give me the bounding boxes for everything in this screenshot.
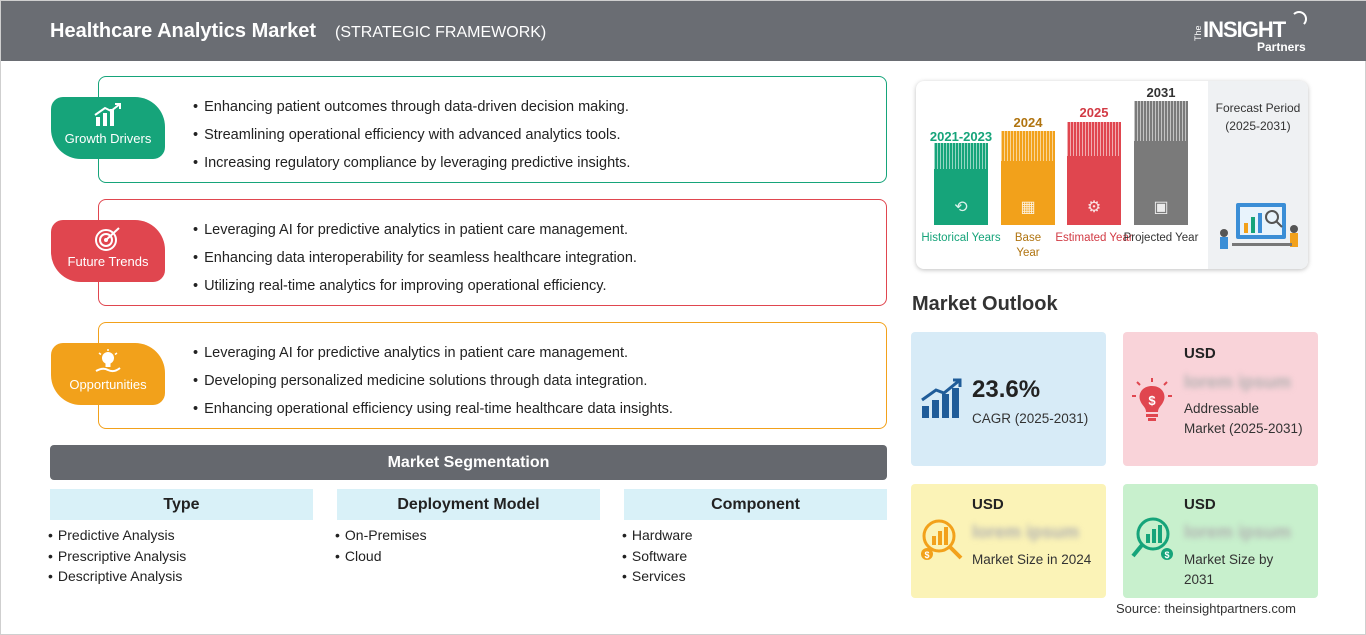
list-item: Utilizing real-time analytics for improv… <box>193 272 886 300</box>
size-2024-usd: USD <box>972 496 1004 513</box>
list-item: Services <box>622 566 693 587</box>
page-title: Healthcare Analytics Market <box>50 20 317 42</box>
segment-list-deployment: On-Premises Cloud <box>335 525 427 566</box>
addressable-value: lorem ipsum <box>1184 372 1292 392</box>
timeline-col-estimated: ⚙ <box>1067 122 1121 225</box>
label-historical: Historical Years <box>921 232 1001 244</box>
list-item: Developing personalized medicine solutio… <box>193 367 886 395</box>
segment-list-type: Predictive Analysis Prescriptive Analysi… <box>48 525 186 587</box>
growth-bar-icon <box>921 378 962 418</box>
addressable-usd: USD <box>1184 345 1216 362</box>
label-projected: Projected Year <box>1123 232 1199 244</box>
target-icon <box>51 220 165 251</box>
growth-drivers-box: Enhancing patient outcomes through data-… <box>98 76 887 183</box>
cagr-label: CAGR (2025-2031) <box>972 411 1089 426</box>
list-item: Enhancing operational efficiency using r… <box>193 395 886 423</box>
size-2031-label: Market Size by 2031 <box>1184 552 1274 587</box>
list-item: Predictive Analysis <box>48 525 186 546</box>
cagr-value: 23.6% <box>972 376 1041 403</box>
logo-insight: INSIGHT <box>1203 17 1286 42</box>
future-trends-badge: Future Trends <box>51 220 165 282</box>
cagr-card: 23.6% CAGR (2025-2031) <box>911 332 1106 466</box>
list-item: Cloud <box>335 546 427 567</box>
svg-text:$: $ <box>1164 550 1169 560</box>
forecast-range: (2025-2031) <box>1225 119 1291 133</box>
svg-text:$: $ <box>1148 393 1156 408</box>
list-item: Leveraging AI for predictive analytics i… <box>193 216 886 244</box>
addressable-card: $ USD lorem ipsum Addressable Market (20… <box>1123 332 1318 466</box>
logo-the: The <box>1193 25 1203 41</box>
estimate-icon: ⚙ <box>1067 156 1121 225</box>
forecast-title: Forecast Period (2025-2031) <box>1208 101 1308 134</box>
timeline-panel: Forecast Period (2025-2031) ⟲ ▦ ⚙ ▣ 2021… <box>916 81 1308 269</box>
presentation-icon: ▣ <box>1134 141 1188 225</box>
page-subtitle: (STRATEGIC FRAMEWORK) <box>335 24 547 41</box>
list-item: Hardware <box>622 525 693 546</box>
timeline-col-historical: ⟲ <box>934 143 988 225</box>
list-item: Software <box>622 546 693 567</box>
forecast-title-text: Forecast Period <box>1215 101 1301 115</box>
list-item: Increasing regulatory compliance by leve… <box>193 149 886 177</box>
analytics-people-icon <box>1220 203 1298 249</box>
list-item: Descriptive Analysis <box>48 566 186 587</box>
magnifier-chart-icon: $ <box>1131 517 1173 560</box>
timeline-col-projected: ▣ <box>1134 101 1188 225</box>
growth-drivers-badge: Growth Drivers <box>51 97 165 159</box>
insight-partners-logo: The INSIGHT Partners <box>1193 9 1313 55</box>
size-2024-card: $ USD lorem ipsum Market Size in 2024 <box>911 484 1106 598</box>
addressable-label: Addressable Market (2025-2031) <box>1184 401 1303 436</box>
segment-heading-type: Type <box>50 489 313 520</box>
timeline-col-base: ▦ <box>1001 131 1055 225</box>
segment-heading-deployment: Deployment Model <box>337 489 600 520</box>
badge-label: Growth Drivers <box>64 131 152 146</box>
source-text: Source: theinsightpartners.com <box>1116 601 1296 616</box>
size-2031-usd: USD <box>1184 496 1216 513</box>
list-item: Streamlining operational efficiency with… <box>193 121 886 149</box>
segment-heading-component: Component <box>624 489 887 520</box>
dollar-bulb-icon: $ <box>1132 378 1172 421</box>
year-base: 2024 <box>1013 115 1043 130</box>
size-2024-label: Market Size in 2024 <box>972 552 1092 567</box>
size-2031-card: $ USD lorem ipsum Market Size by 2031 <box>1123 484 1318 598</box>
header-bar: Healthcare Analytics Market (STRATEGIC F… <box>1 1 1366 61</box>
list-item: Leveraging AI for predictive analytics i… <box>193 339 886 367</box>
logo-arc-icon <box>1291 11 1307 27</box>
list-item: Prescriptive Analysis <box>48 546 186 567</box>
calendar-icon: ▦ <box>1001 161 1055 225</box>
history-icon: ⟲ <box>934 169 988 225</box>
year-estimated: 2025 <box>1079 105 1109 120</box>
magnifier-chart-icon: $ <box>921 519 963 560</box>
segmentation-title: Market Segmentation <box>50 445 887 480</box>
list-item: Enhancing patient outcomes through data-… <box>193 93 886 121</box>
label-base: Base Year <box>1014 232 1042 259</box>
svg-text:$: $ <box>924 550 929 560</box>
year-projected: 2031 <box>1146 85 1176 100</box>
badge-label: Opportunities <box>69 377 147 392</box>
lightbulb-hand-icon <box>51 343 165 373</box>
market-outlook-title: Market Outlook <box>912 293 1058 315</box>
logo-partners: Partners <box>1257 40 1306 54</box>
size-2031-value: lorem ipsum <box>1184 522 1292 542</box>
future-trends-box: Leveraging AI for predictive analytics i… <box>98 199 887 306</box>
size-2024-value: lorem ipsum <box>972 522 1080 542</box>
opportunities-box: Leveraging AI for predictive analytics i… <box>98 322 887 429</box>
year-historical: 2021-2023 <box>929 129 993 144</box>
opportunities-badge: Opportunities <box>51 343 165 405</box>
list-item: Enhancing data interoperability for seam… <box>193 244 886 272</box>
list-item: On-Premises <box>335 525 427 546</box>
segment-list-component: Hardware Software Services <box>622 525 693 587</box>
growth-chart-icon <box>51 97 165 127</box>
badge-label: Future Trends <box>67 254 149 269</box>
label-estimated: Estimated Year <box>1055 232 1133 244</box>
